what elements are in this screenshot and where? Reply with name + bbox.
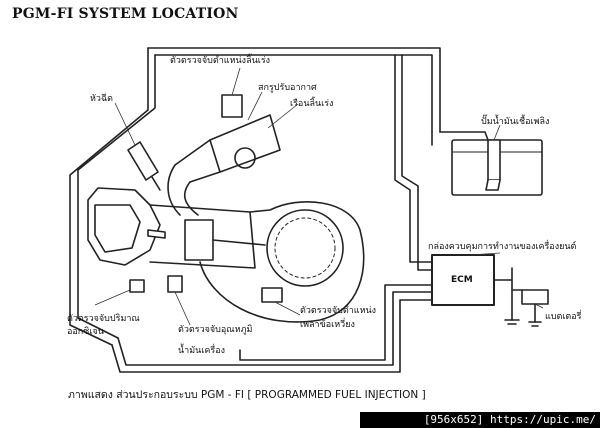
wire-bottom-outer xyxy=(111,299,433,373)
label-air-adjust-screw: สกรูปรับอากาศ xyxy=(258,83,317,93)
label-ecm-description: กล่องควบคุมการทำงานของเครื่องยนต์ xyxy=(428,242,577,252)
injector-body xyxy=(127,141,159,181)
label-crank-sensor-1: ตัวตรวจจับตำแหน่ง xyxy=(300,306,377,316)
watermark: [956x652] https://upic.me/ xyxy=(360,412,600,428)
figure-caption: ภาพแสดง ส่วนประกอบระบบ PGM - FI [ PROGRA… xyxy=(68,389,426,401)
ecm-label: ECM xyxy=(451,275,473,285)
crank-gear xyxy=(266,209,344,287)
page-title: PGM-FI SYSTEM LOCATION xyxy=(12,6,239,22)
wire-top-outer xyxy=(147,47,441,133)
label-battery: แบตเตอรี่ xyxy=(545,312,582,322)
piston xyxy=(184,219,214,261)
wire-top-inner xyxy=(154,54,433,133)
label-injector: หัวฉีด xyxy=(90,94,113,104)
battery xyxy=(521,289,549,305)
throttle-body xyxy=(209,114,281,173)
label-throttle-body: เรือนลิ้นเร่ง xyxy=(290,99,334,109)
wire-left-outer xyxy=(69,47,149,346)
wire-to-ecm-b xyxy=(401,54,433,271)
label-oil-temp-sensor-1: ตัวตรวจจับอุณหภูมิ xyxy=(178,325,253,335)
fuel-pump-body xyxy=(487,139,501,181)
label-fuel-pump: ปั๊มน้ำมันเชื้อเพลิง xyxy=(481,117,550,127)
oxygen-sensor xyxy=(129,279,145,293)
oil-temp-sensor xyxy=(167,275,183,293)
label-crank-sensor-2: เพลาข้อเหวี่ยง xyxy=(300,320,355,330)
wire-bottom-b xyxy=(239,284,433,361)
spark-plug xyxy=(147,229,166,239)
wire-left-inner xyxy=(77,54,156,339)
cylinder xyxy=(149,204,256,269)
cylinder-head xyxy=(87,187,161,266)
label-throttle-position-sensor: ตัวตรวจจับตำแหน่งลิ้นเร่ง xyxy=(170,56,271,66)
tp-sensor xyxy=(221,94,243,118)
wire-to-ecm-a xyxy=(394,54,433,263)
crankcase xyxy=(199,201,365,323)
intake-tube xyxy=(167,164,199,216)
label-oxygen-sensor-1: ตัวตรวจจับปริมาณ xyxy=(67,314,140,324)
crank-sensor xyxy=(261,287,283,303)
wire-bottom-inner xyxy=(117,291,433,366)
label-oxygen-sensor-2: ออกซิเจน xyxy=(67,327,104,337)
label-oil-temp-sensor-2: น้ำมันเครื่อง xyxy=(178,346,226,356)
